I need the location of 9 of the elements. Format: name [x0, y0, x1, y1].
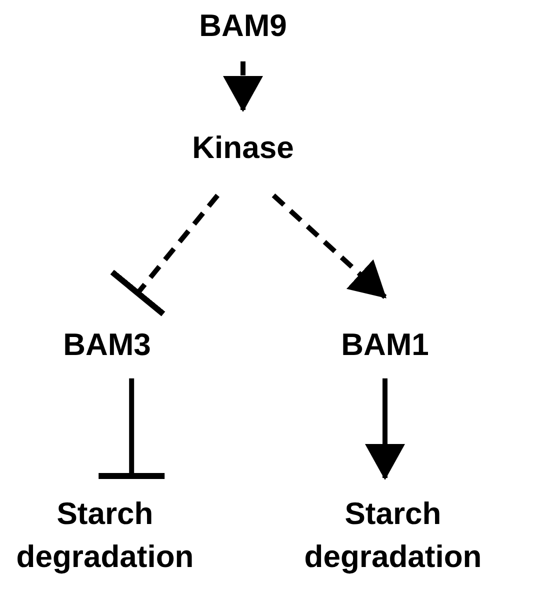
process-label: Starch degradation	[303, 495, 483, 576]
gene-label: BAM9	[199, 7, 287, 45]
gene-label: Kinase	[192, 129, 294, 167]
gene-label: BAM1	[341, 326, 429, 364]
arrow	[365, 378, 405, 480]
gene-label: BAM3	[63, 326, 151, 364]
arrow	[223, 61, 263, 112]
arrow	[272, 194, 387, 299]
process-label: Starch degradation	[15, 495, 195, 576]
